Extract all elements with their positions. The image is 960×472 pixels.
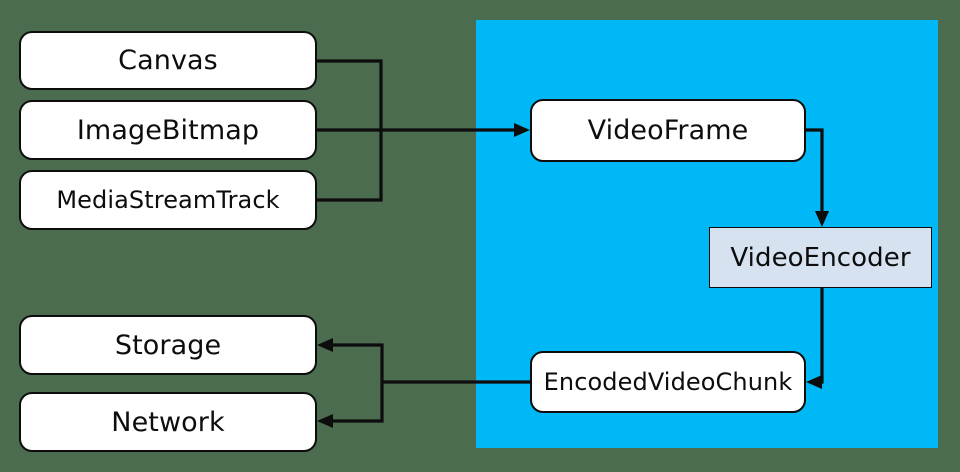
node-videoencoder[interactable]: VideoEncoder	[709, 227, 932, 288]
node-canvas-label: Canvas	[118, 45, 218, 76]
node-videoframe[interactable]: VideoFrame	[530, 99, 806, 162]
edge-bus-to-storage	[323, 343, 384, 382]
node-storage-label: Storage	[114, 329, 222, 361]
edge-mediastreamtrack-to-bus	[317, 130, 383, 202]
node-encodedvideochunk[interactable]: EncodedVideoChunk	[530, 351, 806, 413]
arrowhead-into-storage	[317, 338, 333, 352]
node-encodedvideochunk-label: EncodedVideoChunk	[543, 368, 793, 396]
node-network-label: Network	[111, 406, 225, 438]
edge-canvas-to-bus	[317, 59, 383, 130]
node-videoframe-label: VideoFrame	[587, 115, 749, 146]
edge-bus-to-network	[323, 382, 384, 423]
node-canvas[interactable]: Canvas	[19, 31, 317, 90]
node-imagebitmap-label: ImageBitmap	[76, 114, 260, 146]
node-imagebitmap[interactable]: ImageBitmap	[19, 100, 317, 160]
node-videoencoder-label: VideoEncoder	[730, 242, 911, 273]
node-network[interactable]: Network	[19, 392, 317, 452]
arrowhead-into-network	[317, 414, 333, 428]
node-storage[interactable]: Storage	[19, 315, 317, 375]
node-mediastreamtrack-label: MediaStreamTrack	[56, 186, 280, 214]
node-mediastreamtrack[interactable]: MediaStreamTrack	[19, 170, 317, 230]
